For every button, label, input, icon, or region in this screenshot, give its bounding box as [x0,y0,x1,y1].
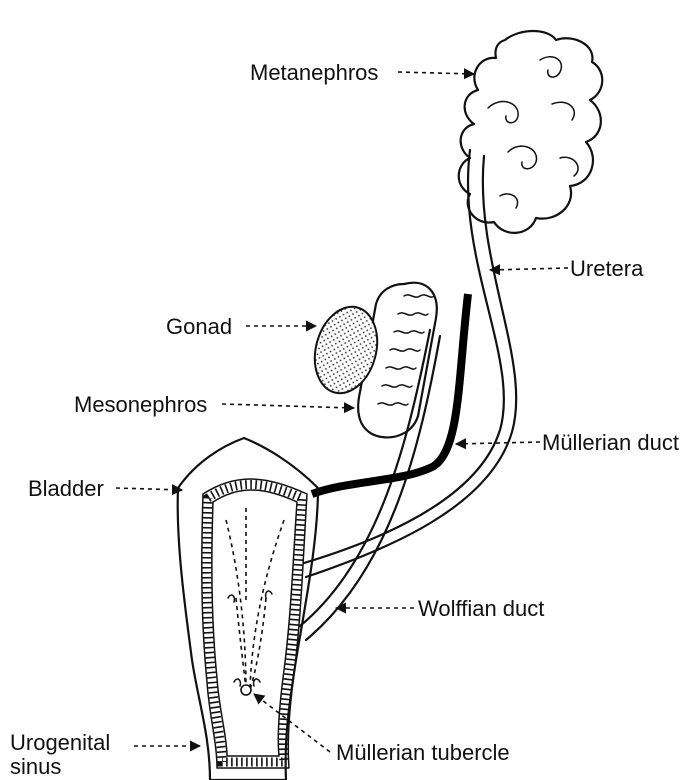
label-mullerian-tubercle: Müllerian tubercle [336,740,510,765]
bladder-shape [178,438,318,780]
label-metanephros: Metanephros [250,60,378,85]
leader-mullerian-duct [456,442,540,444]
metanephros-shape [459,31,603,233]
label-wolffian-duct: Wolffian duct [418,596,544,621]
leader-mesonephros [222,404,354,408]
label-mullerian-duct: Müllerian duct [542,430,679,455]
label-urogenital-line2: sinus [10,754,61,779]
leader-metanephros [398,72,474,74]
label-uretera: Uretera [570,256,644,281]
leader-mullerian-tubercle [254,694,330,752]
leader-uretera [490,268,568,270]
label-mesonephros: Mesonephros [74,392,207,417]
label-urogenital-line1: Urogenital [10,730,110,755]
label-gonad: Gonad [166,314,232,339]
leader-bladder [116,488,182,490]
label-bladder: Bladder [28,476,104,501]
